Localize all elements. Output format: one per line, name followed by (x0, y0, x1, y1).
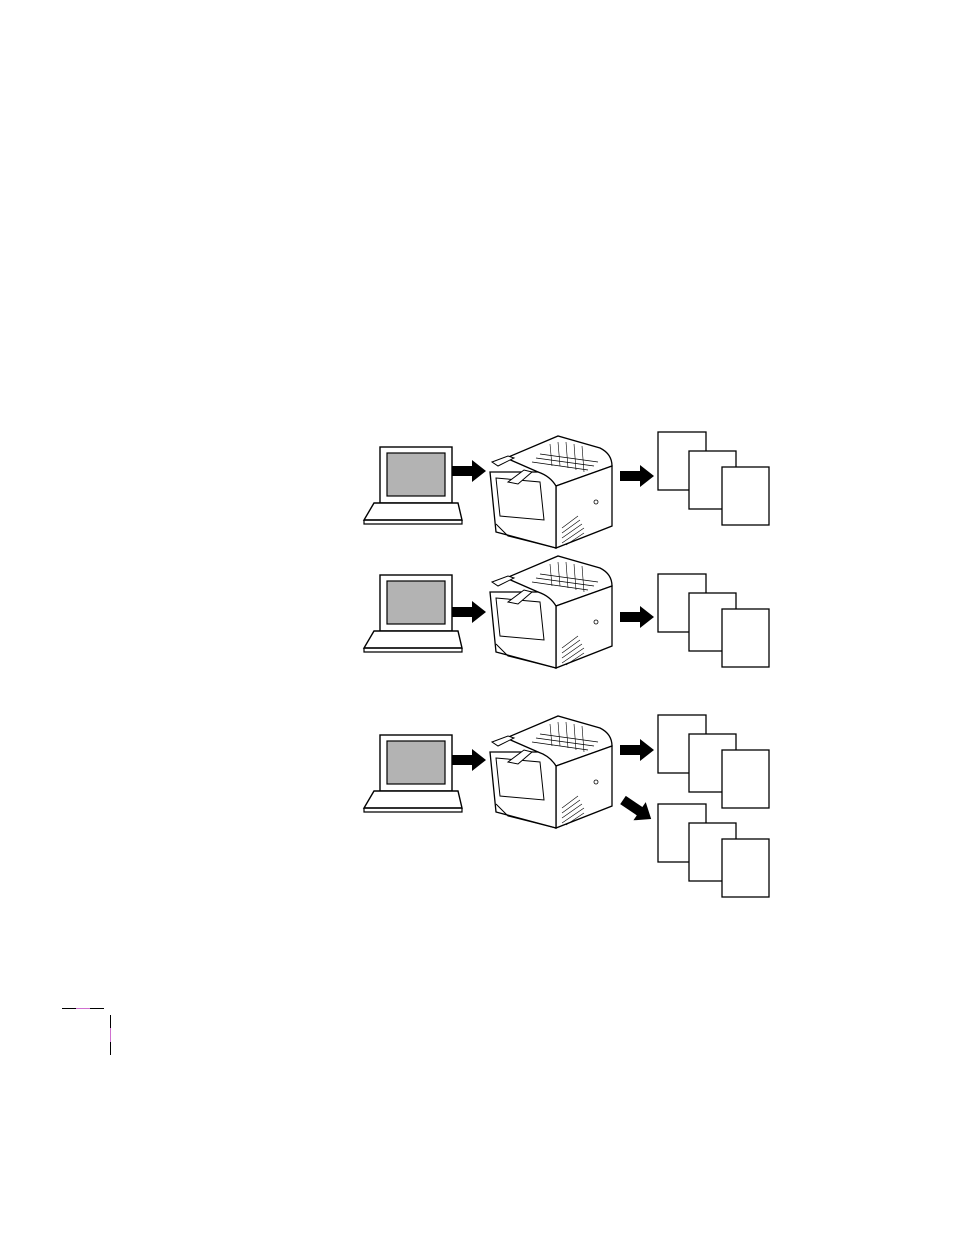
page-stack-icon (658, 804, 769, 897)
arrow-icon (620, 465, 654, 487)
computer-icon (364, 575, 462, 652)
arrow-icon (620, 739, 654, 761)
arrow-icon (617, 791, 657, 828)
printer-icon (490, 716, 612, 828)
computer-icon (364, 735, 462, 812)
arrow-icon (620, 606, 654, 628)
arrow-icon (452, 749, 486, 771)
crop-mark-accent (110, 1028, 111, 1042)
arrow-icon (452, 601, 486, 623)
printer-icon (490, 556, 612, 668)
arrow-icon (452, 460, 486, 482)
page-stack-icon (658, 432, 769, 525)
crop-mark-accent (76, 1008, 90, 1009)
computer-icon (364, 447, 462, 524)
printer-icon (490, 436, 612, 548)
page-stack-icon (658, 574, 769, 667)
page-stack-icon (658, 715, 769, 808)
